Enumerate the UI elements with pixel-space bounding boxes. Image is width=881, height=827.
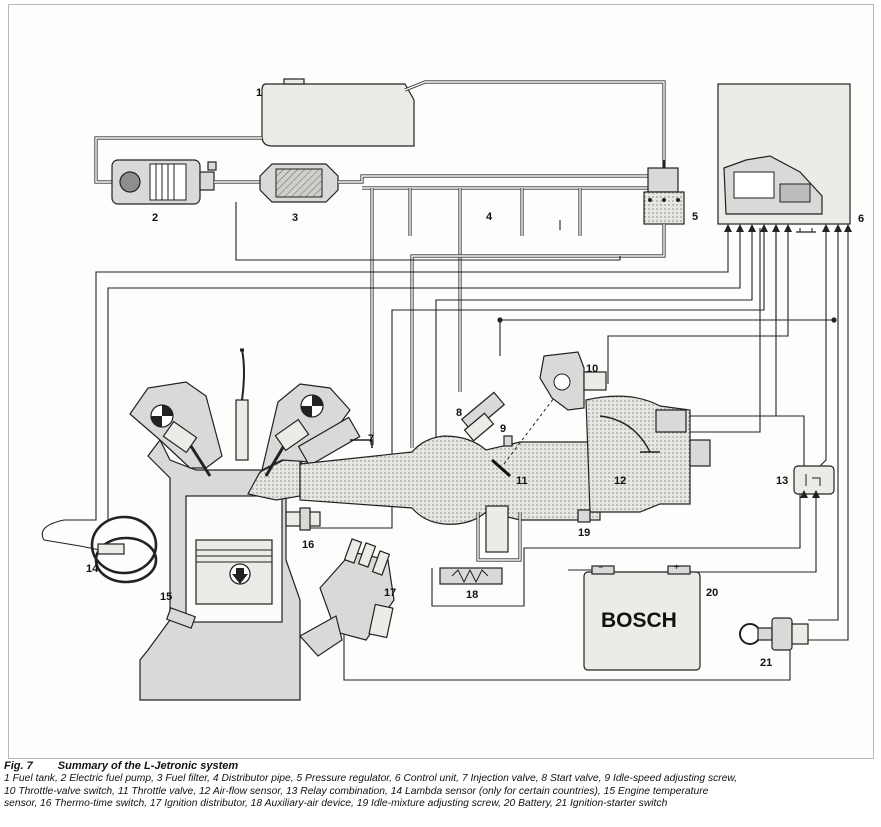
caption-line-3: sensor, 16 Thermo-time switch, 17 Igniti… [4,798,668,809]
caption-title: Summary of the L-Jetronic system [57,760,239,772]
label-7: 7 [368,433,374,445]
label-3: 3 [292,212,298,224]
thermo-time-switch [285,507,321,531]
caption-legend: 1 Fuel tank, 2 Electric fuel pump, 3 Fue… [4,773,876,811]
caption-line-1: 1 Fuel tank, 2 Electric fuel pump, 3 Fue… [4,773,738,784]
label-12: 12 [614,475,626,487]
label-21: 21 [760,657,772,669]
label-8: 8 [456,407,462,419]
part-number-labels: 1 2 3 4 5 6 7 8 9 10 11 12 13 14 15 16 1… [86,87,864,669]
caption-line-2: 10 Throttle-valve switch, 11 Throttle va… [4,785,709,797]
idle-speed-screw [503,435,513,447]
label-16: 16 [302,539,314,551]
pressure-regulator [643,160,685,225]
lambda-sensor [43,515,158,584]
label-13: 13 [776,475,788,487]
jetronic-diagram: 1 2 3 4 5 6 7 8 9 10 11 12 13 14 15 16 1… [41,78,864,701]
ignition-distributor [299,538,395,657]
label-2: 2 [152,212,158,224]
label-17: 17 [384,587,396,599]
battery [583,565,701,671]
label-4: 4 [486,211,493,223]
injection-valve [297,416,373,467]
battery-plus: + [674,562,679,572]
battery-brand: BOSCH [601,609,677,632]
fuel-filter [259,163,339,203]
label-6: 6 [858,213,864,225]
label-20: 20 [706,587,718,599]
figure-caption: Fig. 7 Summary of the L-Jetronic system … [4,760,876,811]
ignition-starter-switch [739,617,809,651]
label-15: 15 [160,591,172,603]
label-10: 10 [586,363,598,375]
distributor-pipe [370,188,582,445]
fuel-tank [261,78,415,147]
label-1: 1 [256,87,262,99]
label-9: 9 [500,423,506,435]
relay-combination [793,465,835,498]
start-valve [460,391,506,442]
label-14: 14 [86,563,99,575]
caption-title-line: Fig. 7 Summary of the L-Jetronic system [4,760,876,773]
battery-minus: − [598,562,603,572]
auxiliary-air-device [439,505,522,585]
control-unit-wiring [41,202,849,681]
throttle-valve [491,389,561,478]
idle-mixture-screw [577,509,591,523]
label-5: 5 [692,211,698,223]
label-11: 11 [516,475,528,487]
intake-manifold [299,395,711,525]
label-19: 19 [578,527,590,539]
engine [129,348,351,701]
engine-temperature-sensor [165,607,197,629]
control-unit [717,83,851,225]
control-unit-terminals [724,224,852,233]
throttle-valve-switch [539,351,607,411]
caption-fig-number: Fig. 7 [4,760,33,772]
electric-fuel-pump [111,159,217,205]
label-18: 18 [466,589,478,601]
